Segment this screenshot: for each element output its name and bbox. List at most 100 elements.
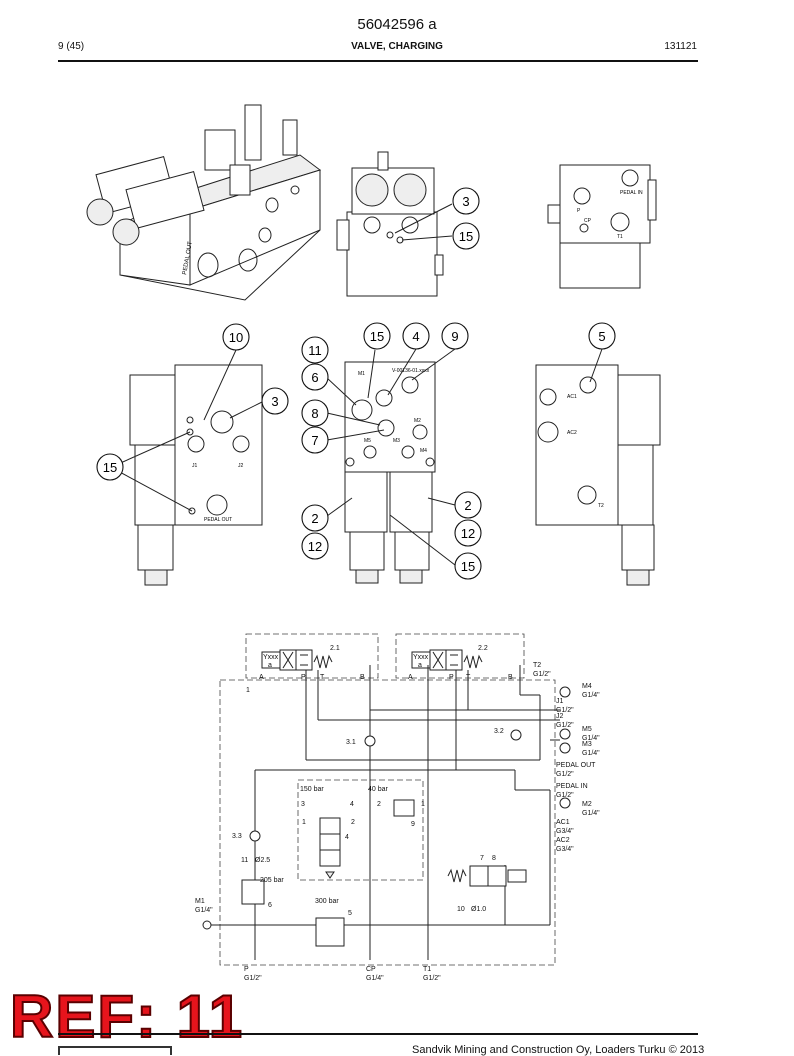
svg-text:a: a xyxy=(418,662,422,669)
callout-15-center: 15 xyxy=(363,322,391,350)
svg-text:Ø2.5: Ø2.5 xyxy=(255,857,270,864)
port-j2-label: J2 xyxy=(238,463,244,469)
svg-text:G1/2": G1/2" xyxy=(533,671,551,678)
svg-text:3.1: 3.1 xyxy=(346,739,356,746)
svg-text:J1: J1 xyxy=(556,698,564,705)
callout-2-right: 2 xyxy=(454,491,482,519)
svg-text:3: 3 xyxy=(462,194,469,209)
svg-text:1: 1 xyxy=(302,819,306,826)
document-number: 56042596 a xyxy=(357,16,437,33)
svg-text:T1: T1 xyxy=(423,966,431,973)
svg-text:12: 12 xyxy=(461,526,475,541)
svg-text:2: 2 xyxy=(464,498,471,513)
isometric-view: PEDAL OUT xyxy=(86,104,322,301)
svg-text:G1/4": G1/4" xyxy=(582,750,600,757)
svg-text:11: 11 xyxy=(308,343,322,358)
rear-view-top: PEDAL IN P CP T1 xyxy=(547,164,657,289)
side-view-right: AC1 AC2 T2 xyxy=(535,364,661,586)
svg-text:10: 10 xyxy=(229,330,243,345)
svg-text:4: 4 xyxy=(412,329,419,344)
svg-text:T: T xyxy=(320,674,325,681)
pedal-out-iso-label: PEDAL OUT xyxy=(182,241,194,276)
svg-text:1: 1 xyxy=(421,801,425,808)
svg-text:3.3: 3.3 xyxy=(232,833,242,840)
svg-text:150 bar: 150 bar xyxy=(300,786,324,793)
svg-text:Ø1.0: Ø1.0 xyxy=(471,906,486,913)
callout-15-bottom: 15 xyxy=(454,552,482,580)
svg-text:P: P xyxy=(301,674,306,681)
svg-text:2.2: 2.2 xyxy=(478,645,488,652)
svg-text:2: 2 xyxy=(311,511,318,526)
svg-text:G1/2": G1/2" xyxy=(244,975,262,982)
ref-stamp: REF: 11 xyxy=(9,982,245,1051)
svg-text:40 bar: 40 bar xyxy=(368,786,389,793)
pedal-out-label: PEDAL OUT xyxy=(204,517,232,523)
callout-8: 8 xyxy=(301,399,329,427)
svg-text:T2: T2 xyxy=(533,662,541,669)
svg-text:G1/4": G1/4" xyxy=(582,692,600,699)
svg-text:G1/2": G1/2" xyxy=(423,975,441,982)
callout-6: 6 xyxy=(301,363,329,391)
svg-text:G1/2": G1/2" xyxy=(556,707,574,714)
svg-text:PEDAL OUT: PEDAL OUT xyxy=(556,762,596,769)
footer-copyright: Sandvik Mining and Construction Oy, Load… xyxy=(412,1044,705,1056)
svg-text:10: 10 xyxy=(457,906,465,913)
port-ac1-label: AC1 xyxy=(567,394,577,400)
footer-rule xyxy=(58,1033,698,1035)
svg-text:G1/2": G1/2" xyxy=(556,771,574,778)
callout-12-left: 12 xyxy=(301,532,329,560)
callouts: 3 15 10 3 15 11 6 8 7 15 4 9 2 12 2 12 1… xyxy=(96,187,616,580)
svg-text:G1/4": G1/4" xyxy=(366,975,384,982)
callout-12-right: 12 xyxy=(454,519,482,547)
port-m1-label: M1 xyxy=(358,371,365,377)
svg-text:G3/4": G3/4" xyxy=(556,828,574,835)
svg-text:300 bar: 300 bar xyxy=(315,898,339,905)
front-view-top xyxy=(336,151,444,297)
callout-5: 5 xyxy=(588,322,616,350)
svg-text:6: 6 xyxy=(311,370,318,385)
port-j1-label: J1 xyxy=(192,463,198,469)
svg-text:5: 5 xyxy=(348,910,352,917)
svg-text:G1/4": G1/4" xyxy=(582,810,600,817)
svg-text:15: 15 xyxy=(461,559,475,574)
header-rule xyxy=(58,60,698,62)
svg-text:A: A xyxy=(408,674,413,681)
svg-text:G3/4": G3/4" xyxy=(556,846,574,853)
svg-text:4: 4 xyxy=(345,834,349,841)
svg-text:G1/4": G1/4" xyxy=(195,907,213,914)
svg-text:5: 5 xyxy=(598,329,605,344)
svg-text:P: P xyxy=(449,674,454,681)
page-title: VALVE, CHARGING xyxy=(351,41,443,52)
callout-3-top: 3 xyxy=(452,187,480,215)
svg-text:6: 6 xyxy=(268,902,272,909)
svg-text:M3: M3 xyxy=(582,741,592,748)
svg-text:11: 11 xyxy=(241,857,248,864)
callout-15-top: 15 xyxy=(452,222,480,250)
svg-text:8: 8 xyxy=(492,855,496,862)
callout-4: 4 xyxy=(402,322,430,350)
svg-text:3.2: 3.2 xyxy=(494,728,504,735)
svg-text:Yxxx: Yxxx xyxy=(263,654,279,661)
port-ac2-label: AC2 xyxy=(567,430,577,436)
hydraulic-schematic: 2.1 2.2 Yxxx Yxxx a a A P T B A P T B 1 … xyxy=(195,633,600,982)
svg-text:2: 2 xyxy=(377,801,381,808)
svg-text:M5: M5 xyxy=(582,726,592,733)
company-logo xyxy=(58,1046,172,1055)
callout-7: 7 xyxy=(301,426,329,454)
port-p-label: P xyxy=(577,208,581,214)
svg-text:3: 3 xyxy=(271,394,278,409)
svg-text:9: 9 xyxy=(451,329,458,344)
page-number: 9 (45) xyxy=(58,41,85,52)
svg-text:AC1: AC1 xyxy=(556,819,570,826)
document-code: 131121 xyxy=(664,41,697,52)
svg-text:a: a xyxy=(268,662,272,669)
port-cp-label: CP xyxy=(584,218,592,224)
svg-text:A: A xyxy=(259,674,264,681)
svg-text:P: P xyxy=(244,966,249,973)
port-t1-label: T1 xyxy=(617,234,623,240)
front-view-center: M1 V-00136-01.xxxx M2 M5 M3 M4 xyxy=(344,361,436,584)
svg-text:AC2: AC2 xyxy=(556,837,570,844)
svg-text:3: 3 xyxy=(301,801,305,808)
callout-11: 11 xyxy=(301,336,329,364)
callout-9: 9 xyxy=(441,322,469,350)
